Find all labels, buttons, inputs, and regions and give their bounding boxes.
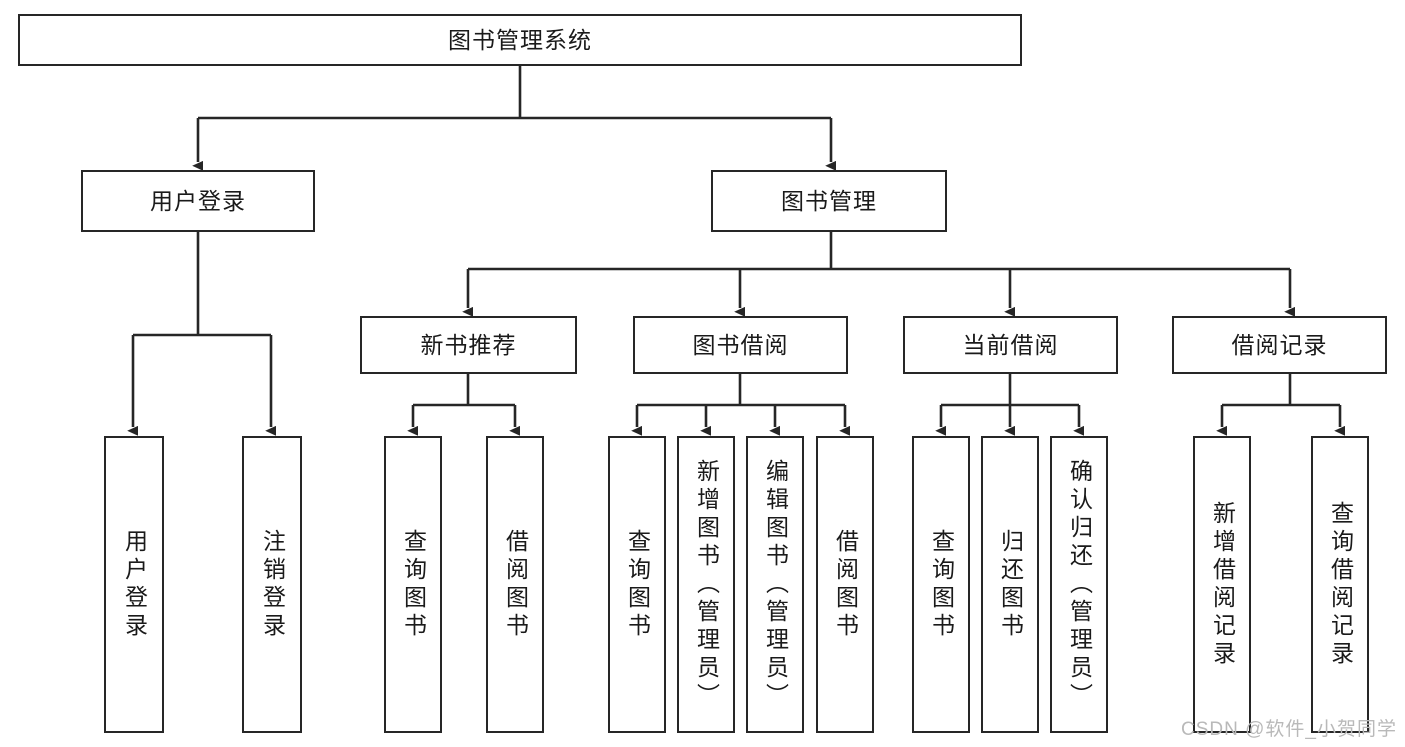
node-leaf-current-query[interactable]: 查询图书	[912, 436, 970, 733]
node-bookmgmt[interactable]: 图书管理	[711, 170, 947, 232]
node-newbook[interactable]: 新书推荐	[360, 316, 577, 374]
node-leaf-confirm-return-label: 确认归还（管理员）	[1066, 458, 1093, 711]
node-leaf-logout-label: 注销登录	[259, 528, 286, 641]
node-leaf-add-book[interactable]: 新增图书（管理员）	[677, 436, 735, 733]
node-records[interactable]: 借阅记录	[1172, 316, 1387, 374]
node-leaf-return-book-label: 归还图书	[997, 528, 1024, 641]
node-records-label: 借阅记录	[1231, 331, 1328, 358]
node-leaf-borrow-book[interactable]: 借阅图书	[816, 436, 874, 733]
node-leaf-add-record-label: 新增借阅记录	[1209, 500, 1236, 669]
node-leaf-return-book[interactable]: 归还图书	[981, 436, 1039, 733]
node-login[interactable]: 用户登录	[81, 170, 315, 232]
node-leaf-edit-book-label: 编辑图书（管理员）	[762, 458, 789, 711]
node-borrow-label: 图书借阅	[692, 331, 789, 358]
node-newbook-label: 新书推荐	[420, 331, 517, 358]
node-leaf-user-login-label: 用户登录	[121, 528, 148, 641]
node-leaf-user-login[interactable]: 用户登录	[104, 436, 164, 733]
node-leaf-add-book-label: 新增图书（管理员）	[693, 458, 720, 711]
node-leaf-borrow-query-label: 查询图书	[624, 528, 651, 641]
node-borrow[interactable]: 图书借阅	[633, 316, 848, 374]
node-root-label: 图书管理系统	[448, 26, 592, 53]
node-leaf-current-query-label: 查询图书	[928, 528, 955, 641]
node-leaf-edit-book[interactable]: 编辑图书（管理员）	[746, 436, 804, 733]
node-bookmgmt-label: 图书管理	[781, 187, 877, 214]
node-leaf-borrow-query[interactable]: 查询图书	[608, 436, 666, 733]
node-leaf-newbook-query-label: 查询图书	[400, 528, 427, 641]
node-current[interactable]: 当前借阅	[903, 316, 1118, 374]
node-root[interactable]: 图书管理系统	[18, 14, 1022, 66]
node-leaf-confirm-return[interactable]: 确认归还（管理员）	[1050, 436, 1108, 733]
node-leaf-newbook-borrow[interactable]: 借阅图书	[486, 436, 544, 733]
node-current-label: 当前借阅	[962, 331, 1059, 358]
node-leaf-borrow-book-label: 借阅图书	[832, 528, 859, 641]
node-leaf-newbook-query[interactable]: 查询图书	[384, 436, 442, 733]
node-leaf-add-record[interactable]: 新增借阅记录	[1193, 436, 1251, 733]
node-leaf-query-record-label: 查询借阅记录	[1327, 500, 1354, 669]
node-leaf-logout[interactable]: 注销登录	[242, 436, 302, 733]
node-leaf-query-record[interactable]: 查询借阅记录	[1311, 436, 1369, 733]
node-login-label: 用户登录	[150, 187, 246, 214]
node-leaf-newbook-borrow-label: 借阅图书	[502, 528, 529, 641]
